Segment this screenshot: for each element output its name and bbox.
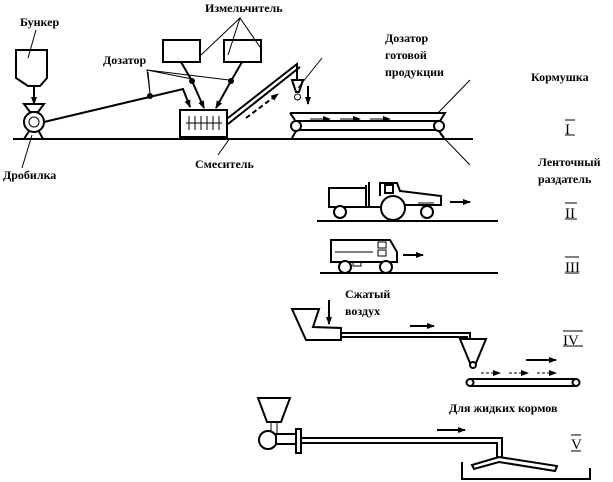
distributor-nozzle xyxy=(470,455,559,473)
scheme-5: Для жидких кормов V xyxy=(256,397,591,480)
scheme-number-1: I xyxy=(565,122,570,138)
scheme-number-5: V xyxy=(571,437,582,453)
air-hopper xyxy=(290,308,342,341)
belt-conveyor xyxy=(465,370,581,387)
scheme-4: Сжатый воздух IV xyxy=(290,287,581,387)
flange xyxy=(295,428,302,454)
feed-truck xyxy=(330,239,398,274)
incline-conveyor xyxy=(227,61,301,125)
trough xyxy=(461,462,591,480)
scheme-number-4: IV xyxy=(563,333,579,349)
scheme-1: Бункер Измельчитель Дозатор Дозатор гото… xyxy=(3,1,601,186)
label-crusher: Дробилка xyxy=(3,168,56,182)
label-product-doser-1: Дозатор xyxy=(385,31,429,45)
label-doser: Дозатор xyxy=(103,53,147,67)
pump xyxy=(258,430,278,450)
mixer xyxy=(179,109,228,138)
chopper-1 xyxy=(162,39,201,63)
cyclone xyxy=(458,338,488,364)
feed-line xyxy=(43,87,191,123)
scheme-3: III xyxy=(320,239,580,276)
label-liquid-feeds: Для жидких кормов xyxy=(449,401,558,415)
liquid-hopper xyxy=(256,397,292,423)
doser-node xyxy=(189,78,195,84)
label-chopper: Измельчитель xyxy=(205,1,283,15)
label-belt-1: Ленточный xyxy=(538,155,601,169)
label-compressed-air-1: Сжатый xyxy=(345,287,390,301)
tractor-with-trailer xyxy=(328,182,442,221)
label-feeder: Кормушка xyxy=(531,70,589,84)
label-bunker: Бункер xyxy=(20,15,59,29)
scheme-number-3: III xyxy=(565,260,580,276)
doser-node xyxy=(147,93,153,99)
label-product-doser-3: продукции xyxy=(385,65,444,79)
chopper-2 xyxy=(223,39,262,63)
label-product-doser-2: готовой xyxy=(385,48,427,62)
liquid-pipe xyxy=(301,437,503,458)
belt-distributor xyxy=(289,112,447,139)
label-mixer: Смеситель xyxy=(195,157,255,171)
crusher xyxy=(22,103,46,140)
doser-node xyxy=(228,78,234,84)
label-compressed-air-2: воздух xyxy=(345,304,380,318)
scheme-2: II xyxy=(317,182,575,222)
air-pipe xyxy=(341,332,471,340)
scheme-number-2: II xyxy=(565,206,575,222)
bunker xyxy=(15,49,48,87)
label-belt-2: раздатель xyxy=(538,172,592,186)
product-doser xyxy=(290,79,305,93)
